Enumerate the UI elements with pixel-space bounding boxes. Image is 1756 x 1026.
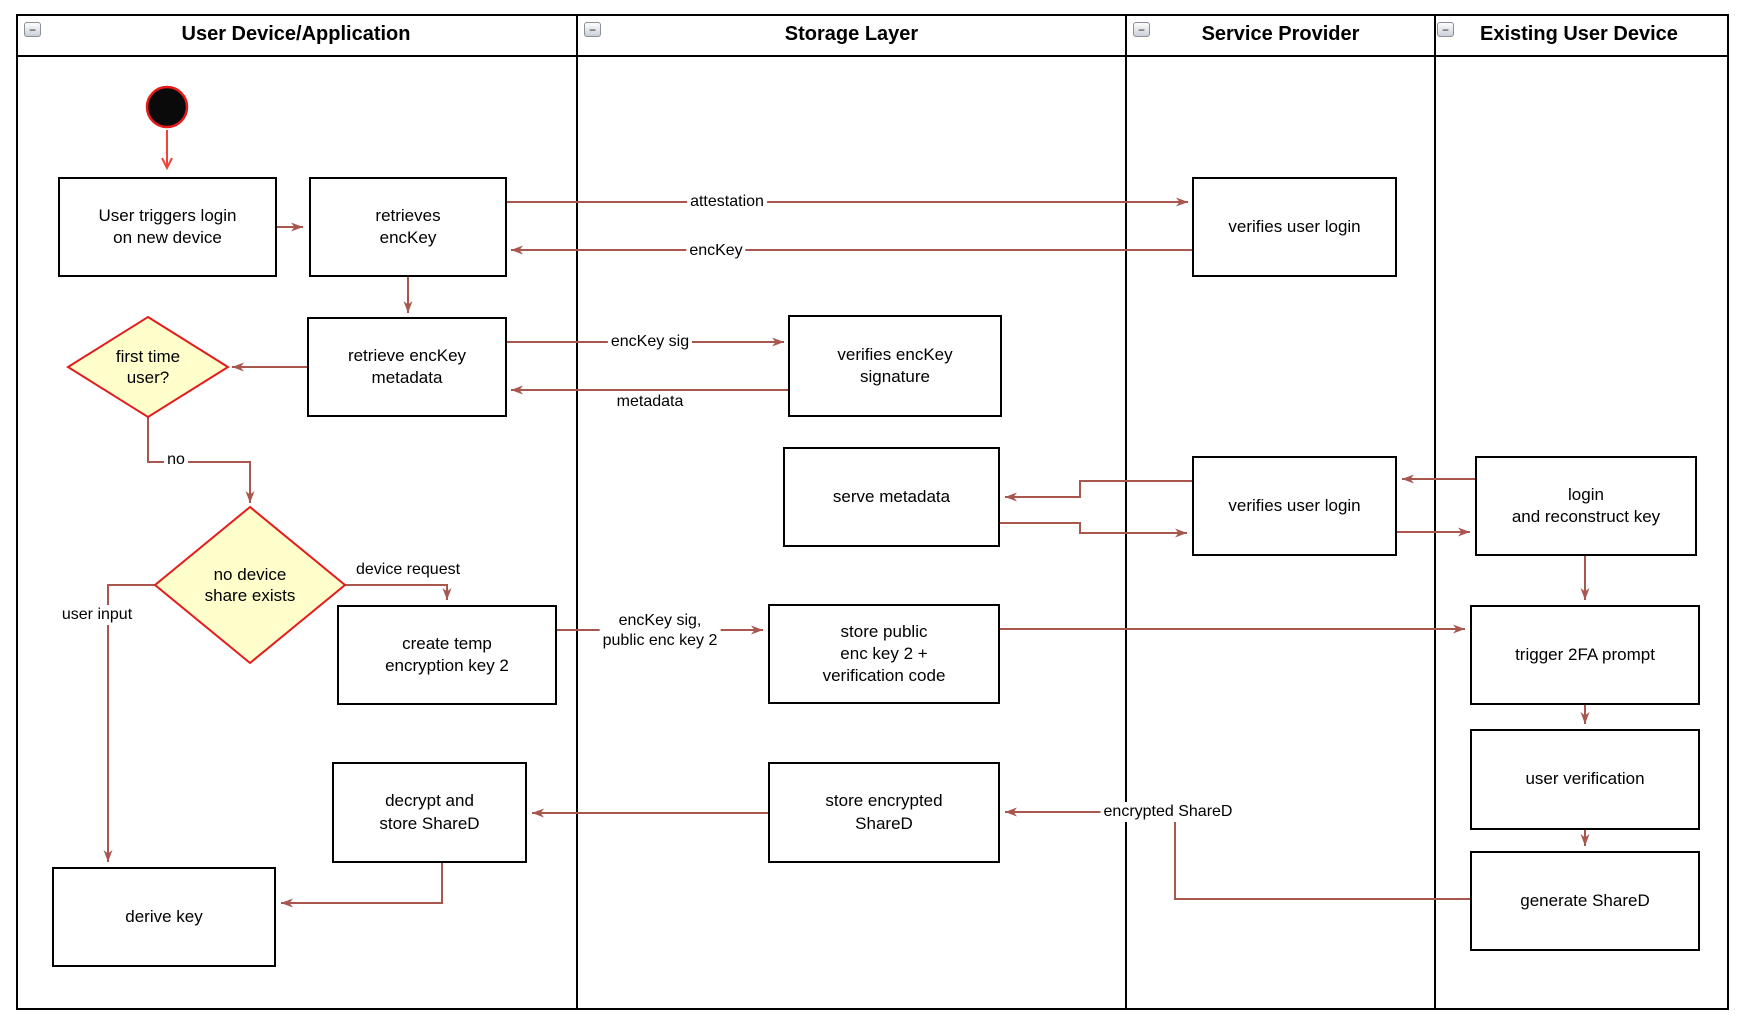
minus-glyph: −: [1441, 22, 1449, 37]
edge-label-enckey: encKey: [686, 241, 746, 261]
activity-derive-key[interactable]: derive key: [52, 867, 276, 967]
lane-divider-1: [576, 14, 578, 1010]
activity-verifies-user-login-2[interactable]: verifies user login: [1192, 456, 1397, 556]
lane1-collapse-icon[interactable]: −: [24, 22, 41, 37]
activity-decrypt-and-store-shared[interactable]: decrypt and store ShareD: [332, 762, 527, 863]
activity-login-and-reconstruct-key[interactable]: login and reconstruct key: [1475, 456, 1697, 556]
activity-user-verification[interactable]: user verification: [1470, 729, 1700, 830]
activity-store-public-enc-key-2[interactable]: store public enc key 2 + verification co…: [768, 604, 1000, 704]
initial-node[interactable]: [145, 85, 189, 129]
lane-divider-2: [1125, 14, 1127, 1010]
edge-no-branch: [147, 417, 255, 503]
activity-retrieve-enckey-metadata[interactable]: retrieve encKey metadata: [307, 317, 507, 417]
lane3-collapse-icon[interactable]: −: [1133, 22, 1150, 37]
decision-first-time-user-label: first time user?: [115, 346, 181, 387]
lane4-collapse-icon[interactable]: −: [1437, 22, 1454, 37]
edge-decrypt-to-derivekey: [281, 863, 443, 908]
minus-glyph: −: [1137, 22, 1145, 37]
edge-verifies2-to-servemetadata: [1005, 480, 1192, 502]
edge-label-user-input: user input: [58, 605, 136, 625]
activity-verifies-user-login-1[interactable]: verifies user login: [1192, 177, 1397, 277]
edge-label-metadata: metadata: [613, 392, 687, 412]
lane-title-existing-user-device: Existing User Device: [1480, 23, 1678, 45]
minus-glyph: −: [588, 22, 596, 37]
edge-encrypted-shared: [1005, 807, 1470, 900]
activity-store-encrypted-shared[interactable]: store encrypted ShareD: [768, 762, 1000, 863]
decision-no-device-share[interactable]: [153, 505, 347, 665]
edge-servemetadata-to-verifies2: [1000, 522, 1187, 538]
edge-user-input: [103, 584, 155, 862]
lane-header-separator: [16, 55, 1729, 57]
activity-create-temp-encryption-key-2[interactable]: create temp encryption key 2: [337, 605, 557, 705]
activity-trigger-2fa-prompt[interactable]: trigger 2FA prompt: [1470, 605, 1700, 705]
activity-retrieves-enckey[interactable]: retrieves encKey: [309, 177, 507, 277]
minus-glyph: −: [28, 22, 36, 37]
edge-device-request: [345, 584, 452, 600]
lane-title-user-device-application: User Device/Application: [181, 23, 411, 45]
edge-label-enckey-sig-public-key-2: encKey sig, public enc key 2: [599, 611, 721, 651]
activity-generate-shared[interactable]: generate ShareD: [1470, 851, 1700, 951]
lane-divider-3: [1434, 14, 1436, 1010]
edge-label-attestation: attestation: [687, 192, 767, 212]
decision-no-device-share-label: no device share exists: [204, 564, 296, 605]
lane-title-service-provider: Service Provider: [1201, 23, 1360, 45]
edge-label-enckey-sig: encKey sig: [607, 332, 693, 352]
edge-label-no: no: [164, 450, 188, 470]
activity-verifies-enckey-signature[interactable]: verifies encKey signature: [788, 315, 1002, 417]
diagram-border: [16, 14, 1729, 1010]
lane-title-storage-layer: Storage Layer: [784, 23, 919, 45]
decision-first-time-user[interactable]: [66, 315, 230, 419]
activity-user-triggers-login[interactable]: User triggers login on new device: [58, 177, 277, 277]
edge-label-device-request: device request: [352, 560, 464, 580]
activity-serve-metadata[interactable]: serve metadata: [783, 447, 1000, 547]
edge-label-encrypted-shared: encrypted ShareD: [1100, 802, 1236, 822]
lane2-collapse-icon[interactable]: −: [584, 22, 601, 37]
